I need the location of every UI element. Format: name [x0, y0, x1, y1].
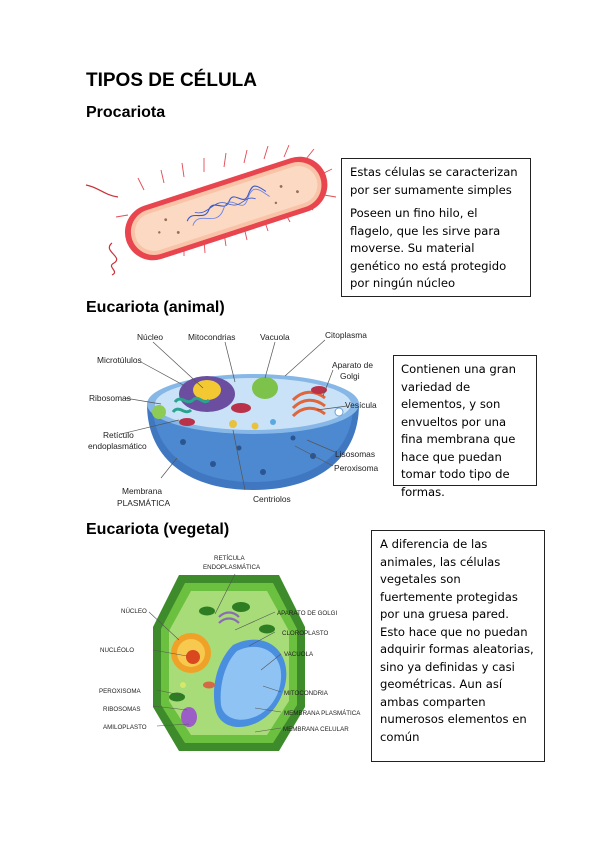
heading-animal: Eucariota (animal) [86, 299, 225, 316]
label-reticulo-2: endoplasmático [88, 441, 147, 451]
label-vesicula: Vesícula [345, 400, 377, 410]
label-lisosomas: Lisosomas [335, 449, 376, 459]
heading-plant: Eucariota (vegetal) [86, 521, 230, 538]
label-membrana-plasmatica: Membrana plasmática [284, 710, 361, 717]
label-mitocondrias: Mitocondrias [188, 332, 236, 342]
label-reticula-1: Retícula [214, 555, 245, 562]
animal-text: Contienen una gran variedad de elementos… [401, 362, 517, 499]
plant-text-box: A diferencia de las animales, las célula… [371, 530, 545, 762]
label-reticulo-1: Retículo [103, 430, 134, 440]
prokaryote-text-1: Estas células se caracterizan por ser su… [350, 165, 518, 197]
label-vacuola: Vacuola [260, 332, 290, 342]
animal-leader-lines [120, 339, 348, 491]
label-peroxisoma: Peroxisoma [334, 463, 379, 473]
label-aparato-golgi-vegetal: Aparato de Golgi [277, 610, 338, 617]
animal-text-box: Contienen una gran variedad de elementos… [393, 355, 537, 499]
plant-cell-illustration [153, 575, 305, 751]
heading-prokaryote: Procariota [86, 104, 166, 121]
label-aparato-golgi-2: Golgi [340, 371, 360, 381]
label-peroxisoma-vegetal: Peroxisoma [99, 688, 141, 695]
label-aparato-golgi-1: Aparato de [332, 360, 373, 370]
label-ribosomas-vegetal: Ribosomas [103, 706, 141, 713]
label-nucleolo: Nucléolo [100, 647, 135, 654]
label-reticula-2: Endoplasmática [203, 564, 261, 571]
label-ribosomas: Ribosomas [89, 393, 131, 403]
label-nucleo-vegetal: Núcleo [121, 608, 147, 615]
label-vacuola-vegetal: Vacuola [284, 651, 314, 658]
label-cloroplasto: Cloroplasto [282, 630, 329, 637]
prokaryote-text-2: Poseen un fino hilo, el flagelo, que les… [350, 206, 507, 290]
label-nucleo: Núcleo [137, 332, 164, 342]
animal-cell-illustration [147, 374, 359, 490]
page-title: TIPOS DE CÉLULA [86, 70, 258, 91]
label-membrana-2: PLASMÁTICA [117, 498, 171, 508]
bacteria-illustration [85, 144, 337, 276]
label-amiloplasto: Amiloplasto [103, 724, 147, 731]
label-mitocondria: Mitocondria [284, 690, 328, 697]
label-citoplasma: Citoplasma [325, 330, 367, 340]
label-membrana-1: Membrana [122, 486, 163, 496]
label-centriolos: Centriolos [253, 494, 291, 504]
prokaryote-text-box: Estas células se caracterizan por ser su… [341, 158, 531, 297]
label-membrana-celular: Membrana celular [283, 726, 349, 733]
label-microtubulos: Microtúlulos [97, 355, 142, 365]
plant-leader-lines [148, 573, 282, 733]
plant-text: A diferencia de las animales, las célula… [380, 537, 534, 744]
